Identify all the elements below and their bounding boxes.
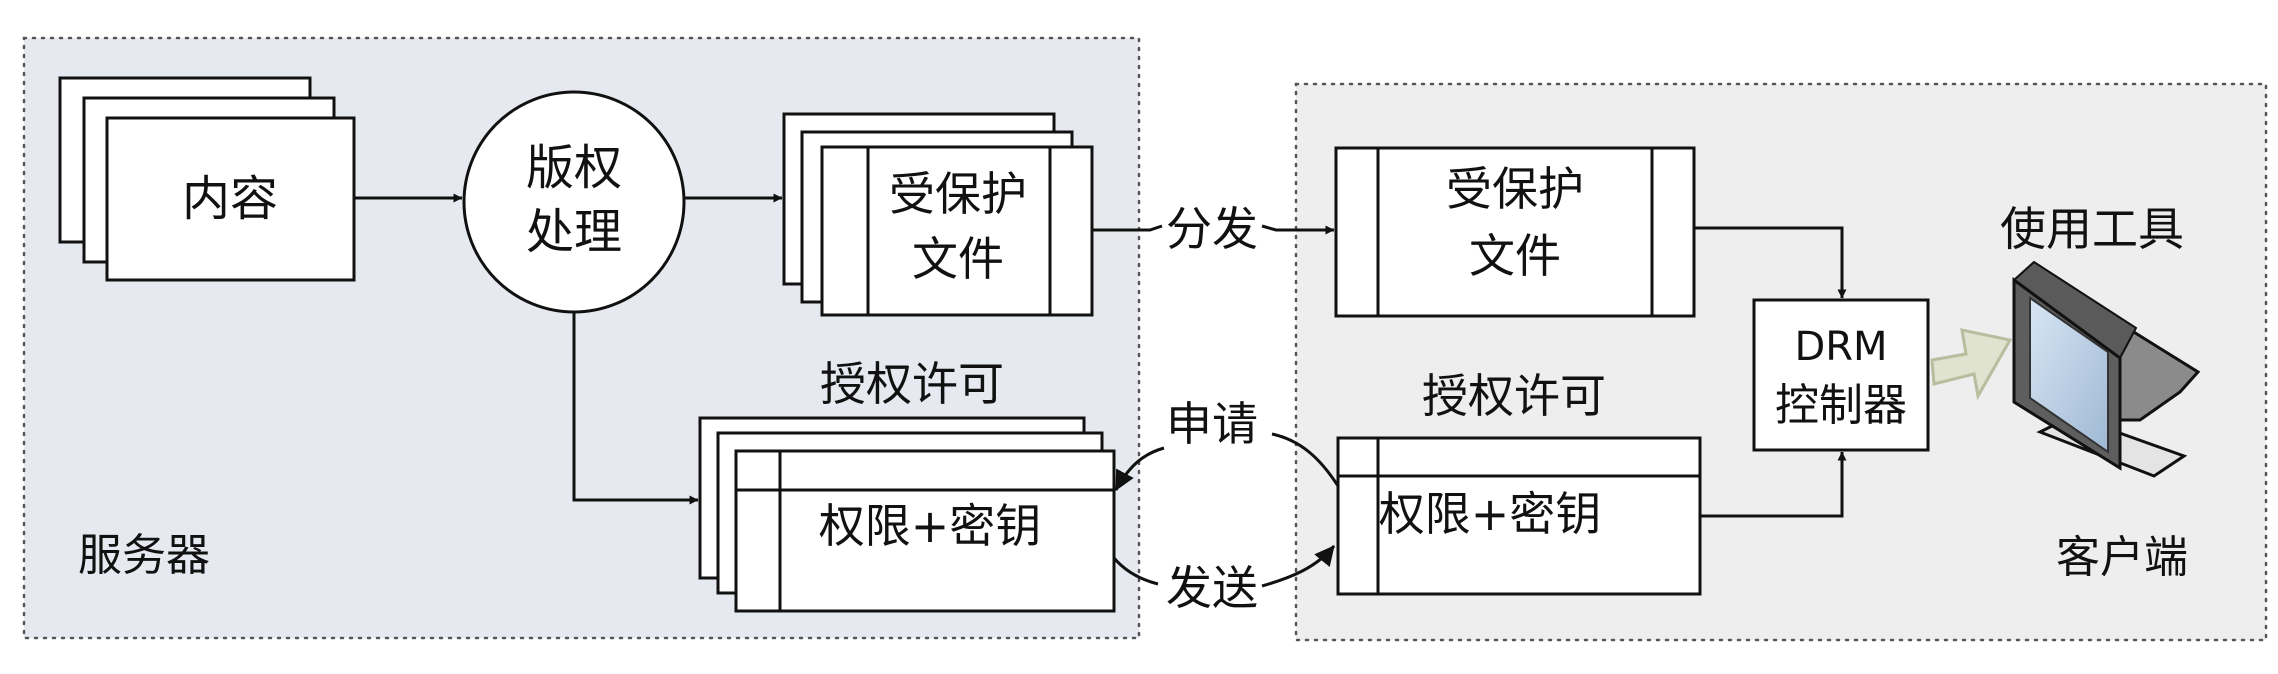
protected-file-stack-server: 受保护 文件	[782, 112, 1094, 317]
drm-controller: DRM 控制器	[1752, 298, 1930, 452]
copyright-processing-node: 版权 处理	[462, 90, 686, 314]
drm-controller-label-1: DRM	[1794, 324, 1887, 370]
client-zone-label: 客户端	[2056, 532, 2188, 583]
usage-tool-label: 使用工具	[2000, 202, 2184, 256]
distribute-label: 分发	[1166, 202, 1258, 256]
computer-monitor-icon	[2012, 260, 2201, 478]
license-stack-server: 权限+密钥	[698, 416, 1116, 613]
content-stack: 内容	[58, 76, 356, 282]
connectors	[354, 193, 1847, 588]
protected-file-server-label-1: 受保护	[889, 167, 1027, 221]
copyright-processing-label-1: 版权	[526, 140, 622, 196]
license-server-body: 权限+密钥	[819, 499, 1042, 553]
copyright-processing-label-2: 处理	[526, 204, 622, 260]
protected-file-client-label-2: 文件	[1469, 229, 1561, 283]
license-client-title: 授权许可	[1422, 369, 1606, 423]
protected-file-server-label-2: 文件	[912, 232, 1004, 286]
protected-file-client: 受保护 文件	[1334, 146, 1696, 318]
protected-file-client-label-1: 受保护	[1446, 162, 1584, 216]
license-client: 权限+密钥	[1336, 436, 1702, 596]
block-arrow-icon	[1930, 328, 2013, 401]
drm-controller-label-2: 控制器	[1775, 380, 1907, 431]
license-client-body: 权限+密钥	[1379, 487, 1602, 541]
content-label: 内容	[182, 171, 278, 227]
send-label: 发送	[1166, 561, 1258, 615]
request-label: 申请	[1166, 397, 1258, 451]
license-server-title: 授权许可	[820, 357, 1004, 411]
server-zone-label: 服务器	[78, 530, 210, 581]
